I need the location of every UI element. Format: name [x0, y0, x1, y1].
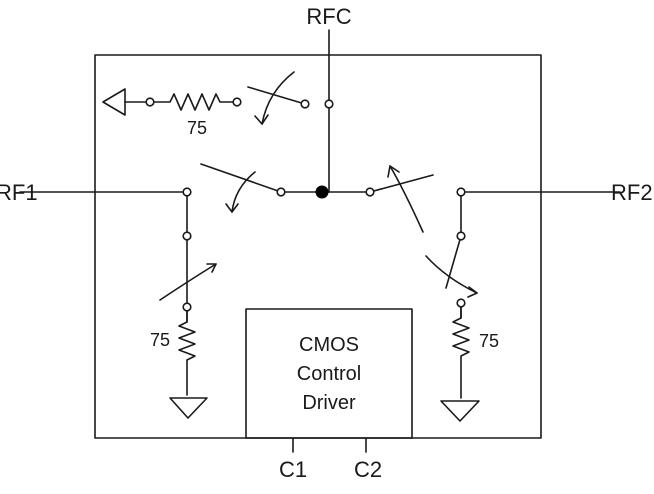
rfc-top-contact-b: [324, 99, 334, 109]
rf2-shunt-top-contact: [456, 231, 466, 241]
right-ground-icon: [440, 400, 480, 422]
pin-label-c1: C1: [279, 457, 307, 482]
pin-label-rf1: RF1: [0, 180, 38, 205]
series-switch-rf2-blade: [369, 174, 434, 193]
rf2-series-actuation-arrow: [389, 165, 424, 233]
series-rf2-contact: [365, 187, 375, 197]
top-ground-icon: [102, 88, 126, 116]
rf1-shunt-top-contact: [182, 231, 192, 241]
resistor-value-top: 75: [187, 118, 207, 138]
resistor-value-left: 75: [150, 330, 170, 350]
left-ground-icon: [169, 397, 208, 419]
rf1-series-arrowhead: [225, 203, 239, 213]
top-switch-arrowhead: [254, 114, 269, 125]
left-resistor: [178, 306, 196, 396]
rf2-shunt-actuation-arrow: [425, 255, 478, 294]
rfc-top-contact-a: [300, 99, 310, 109]
resistor-value-right: 75: [479, 331, 499, 351]
common-junction-dot: [315, 185, 329, 199]
rf2-node: [456, 187, 466, 197]
rf1-shunt-bottom-contact: [182, 302, 192, 312]
driver-label-line1: CMOS: [299, 334, 359, 356]
pin-label-c2: C2: [354, 457, 382, 482]
rf1-shunt-arrowhead: [206, 263, 217, 273]
series-rf1-contact: [276, 187, 286, 197]
rf1-node: [182, 187, 192, 197]
top-termination-switch-blade: [247, 86, 306, 105]
rf1-series-actuation-arrow: [231, 171, 256, 213]
top-switch-actuation-arrow: [261, 71, 295, 125]
rf1-shunt-actuation-arrow: [159, 263, 217, 301]
cmos-driver-box: [245, 308, 413, 439]
series-switch-rf1-blade: [200, 163, 282, 193]
right-resistor: [452, 302, 470, 399]
pin-label-rf2: RF2: [611, 180, 653, 205]
rf2-shunt-switch-blade: [445, 235, 462, 289]
top-resistor-contact: [232, 97, 242, 107]
top-resistor: [149, 93, 238, 111]
top-ground-contact: [145, 97, 155, 107]
pin-label-rfc: RFC: [306, 4, 351, 29]
rf2-shunt-arrowhead: [467, 286, 478, 298]
rf2-shunt-bottom-contact: [456, 298, 466, 308]
rf2-series-arrowhead: [387, 165, 400, 178]
driver-label-line3: Driver: [302, 392, 356, 414]
driver-label-line2: Control: [297, 363, 361, 385]
